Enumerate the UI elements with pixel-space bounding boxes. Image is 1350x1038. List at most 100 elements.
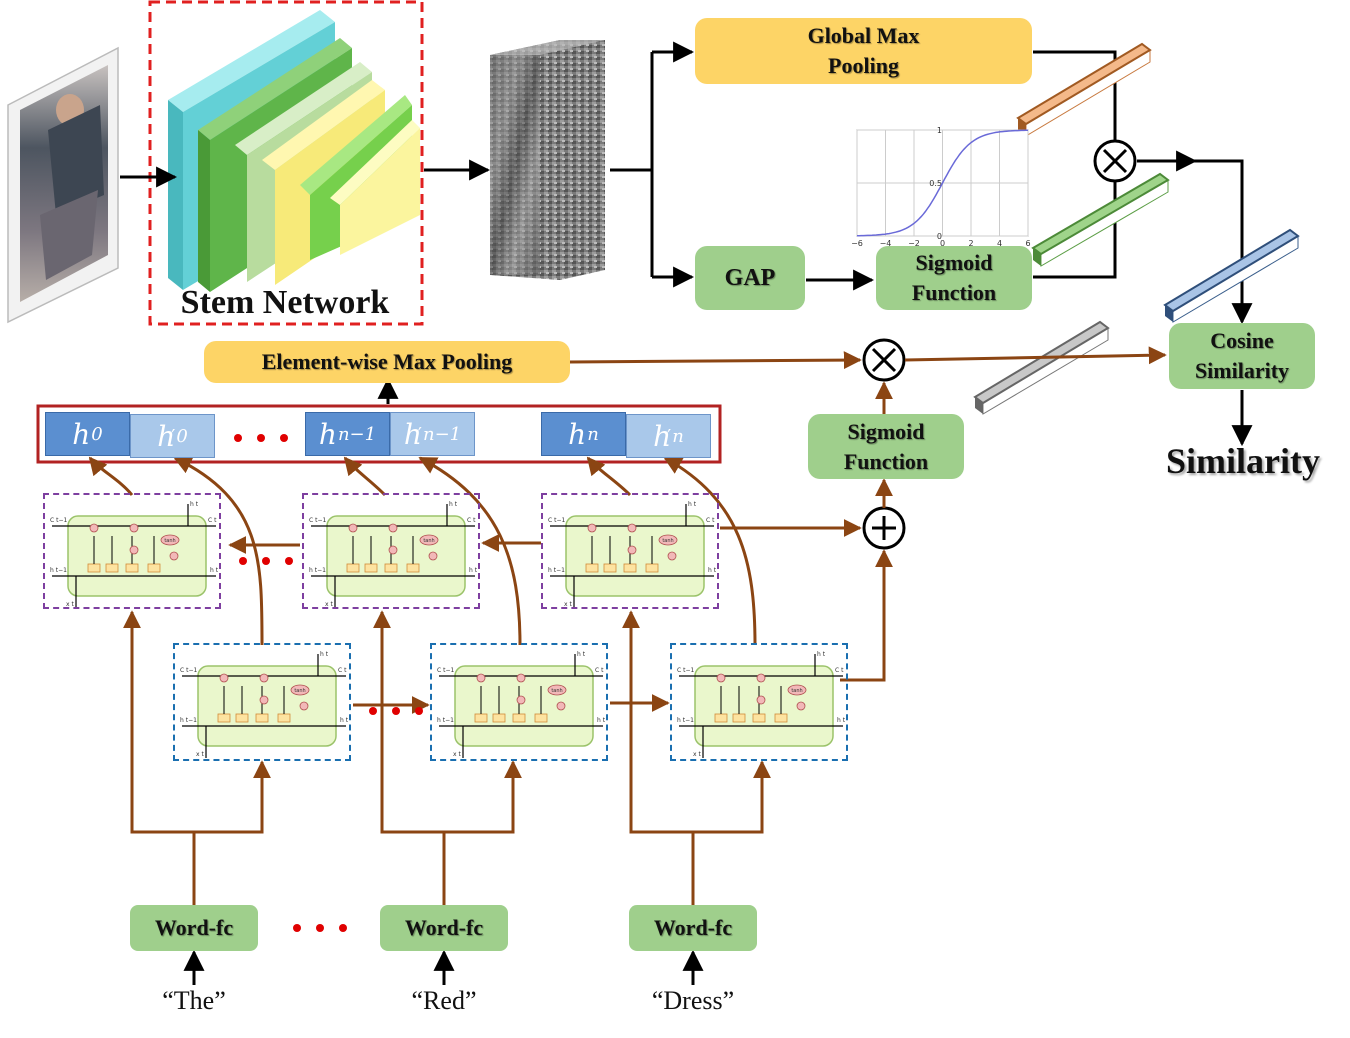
vector-brown <box>1016 42 1152 137</box>
lstm-ht-label: h t <box>340 717 349 724</box>
lstm-pointwise-op <box>476 673 486 683</box>
lstm-ct-label: C t <box>835 667 844 674</box>
lstm-ht-label: h t <box>210 567 219 574</box>
sigmoid-y-tick: 0.5 <box>929 179 942 188</box>
lstm-pointwise-op <box>299 701 309 711</box>
word-fc-label-1: Word-fc <box>154 915 234 940</box>
lstm-ht-prev-label: h t−1 <box>309 567 326 574</box>
lstm-pointwise-op <box>169 551 179 561</box>
lstm-pointwise-op <box>516 673 526 683</box>
lstm-ht-top-label: h t <box>688 501 697 508</box>
lstm-pointwise-op <box>259 695 269 705</box>
sigmoid-top-box: Sigmoid Function <box>876 246 1032 310</box>
lstm-xt-label: x t <box>66 601 74 608</box>
lstm-pointwise-op <box>796 701 806 711</box>
add-icon <box>862 506 906 550</box>
lstm-ct-prev-label: C t−1 <box>548 517 565 524</box>
lstm-ct-prev-label: C t−1 <box>180 667 197 674</box>
lstm-ht-top-label: h t <box>449 501 458 508</box>
lstm-pointwise-op <box>388 523 398 533</box>
lstm-pointwise-op <box>756 673 766 683</box>
hidden-state-hn-base: h <box>568 417 587 451</box>
multiply-bottom-icon <box>862 338 906 382</box>
lstm-tanh-label: tanh <box>423 538 434 544</box>
element-wise-max-pooling-box: Element-wise Max Pooling <box>204 341 570 383</box>
hidden-state-hn-prime-mark: ′ <box>667 425 672 447</box>
lstm-pointwise-op <box>259 673 269 683</box>
lstm-pointwise-op <box>388 545 398 555</box>
stem-network-frame <box>148 0 424 326</box>
vector-blue <box>1163 228 1300 323</box>
lstm-pointwise-op <box>627 523 637 533</box>
lstm-xt-label: x t <box>564 601 572 608</box>
word-fc-box-3: Word-fc <box>629 905 757 951</box>
sigmoid-y-tick: 1 <box>937 126 942 135</box>
lstm-tanh-op <box>547 684 567 696</box>
lstm-ht-prev-label: h t−1 <box>50 567 67 574</box>
sigmoid-y-tick: 0 <box>937 232 942 241</box>
lstm-backward-cell-2 <box>302 493 480 609</box>
word-input-3: “Dress” <box>651 986 735 1015</box>
lstm-tanh-op <box>290 684 310 696</box>
word-fc-box-1: Word-fc <box>130 905 258 951</box>
word-fc-label-3: Word-fc <box>653 915 733 940</box>
hidden-state-h0-base: h <box>72 417 91 451</box>
lstm-ht-label: h t <box>837 717 846 724</box>
vector-gray <box>973 320 1110 415</box>
lstm-ht-prev-label: h t−1 <box>677 717 694 724</box>
lstm-ht-top-label: h t <box>190 501 199 508</box>
sigmoid-x-tick: 4 <box>997 239 1002 248</box>
hidden-state-h0-prime-sub: 0 <box>176 425 188 447</box>
hidden-state-hn-sub: n <box>587 423 599 445</box>
hidden-state-hn-1-prime-sub: n−1 <box>423 423 462 445</box>
word-fc-box-2: Word-fc <box>380 905 508 951</box>
word-input-1: “The” <box>162 986 226 1015</box>
sigmoid-bottom-line1: Sigmoid <box>847 418 925 444</box>
lstm-tanh-op <box>160 534 180 546</box>
cosine-similarity-line1: Cosine <box>1210 328 1274 353</box>
lstm-ct-label: C t <box>208 517 217 524</box>
lstm-ht-prev-label: h t−1 <box>437 717 454 724</box>
hidden-state-hn-1-sub: n−1 <box>337 423 377 445</box>
lstm-pointwise-op <box>348 523 358 533</box>
ellipsis-hidden <box>234 434 288 442</box>
hidden-state-hn-1-prime-mark: ′ <box>417 423 422 445</box>
multiply-top-icon <box>1093 139 1137 183</box>
lstm-xt-label: x t <box>453 751 461 758</box>
lstm-ct-prev-label: C t−1 <box>437 667 454 674</box>
lstm-pointwise-op <box>587 523 597 533</box>
hidden-state-hn-prime-base: h <box>653 419 672 453</box>
lstm-ht-prev-label: h t−1 <box>180 717 197 724</box>
feature-map <box>490 40 605 280</box>
lstm-pointwise-op <box>219 673 229 683</box>
hidden-state-h0-prime: h′0 <box>130 414 215 458</box>
hidden-state-h0-prime-base: h <box>157 419 176 453</box>
word-input-arrows <box>183 949 704 985</box>
lstm-pointwise-op <box>667 551 677 561</box>
lstm-ct-label: C t <box>338 667 347 674</box>
hidden-state-hn-1-prime-base: h <box>403 417 422 451</box>
ellipsis-blue <box>369 707 423 715</box>
sigmoid-curve <box>857 129 1028 237</box>
sigmoid-x-tick: 6 <box>1025 239 1030 248</box>
hidden-state-hn-prime-sub: n <box>672 425 684 447</box>
lstm-backward-cell-3 <box>541 493 719 609</box>
hidden-state-hn-1-base: h <box>318 417 337 451</box>
lstm-ht-label: h t <box>469 567 478 574</box>
lstm-ct-prev-label: C t−1 <box>309 517 326 524</box>
sigmoid-x-tick: −6 <box>851 239 863 248</box>
lstm-pointwise-op <box>129 523 139 533</box>
gap-box: GAP <box>695 246 805 310</box>
lstm-ct-prev-label: C t−1 <box>677 667 694 674</box>
element-wise-max-pooling-label: Element-wise Max Pooling <box>261 349 513 374</box>
word-fc-label-2: Word-fc <box>404 915 484 940</box>
lstm-pointwise-op <box>129 545 139 555</box>
lstm-pointwise-op <box>89 523 99 533</box>
gap-label: GAP <box>724 265 776 291</box>
